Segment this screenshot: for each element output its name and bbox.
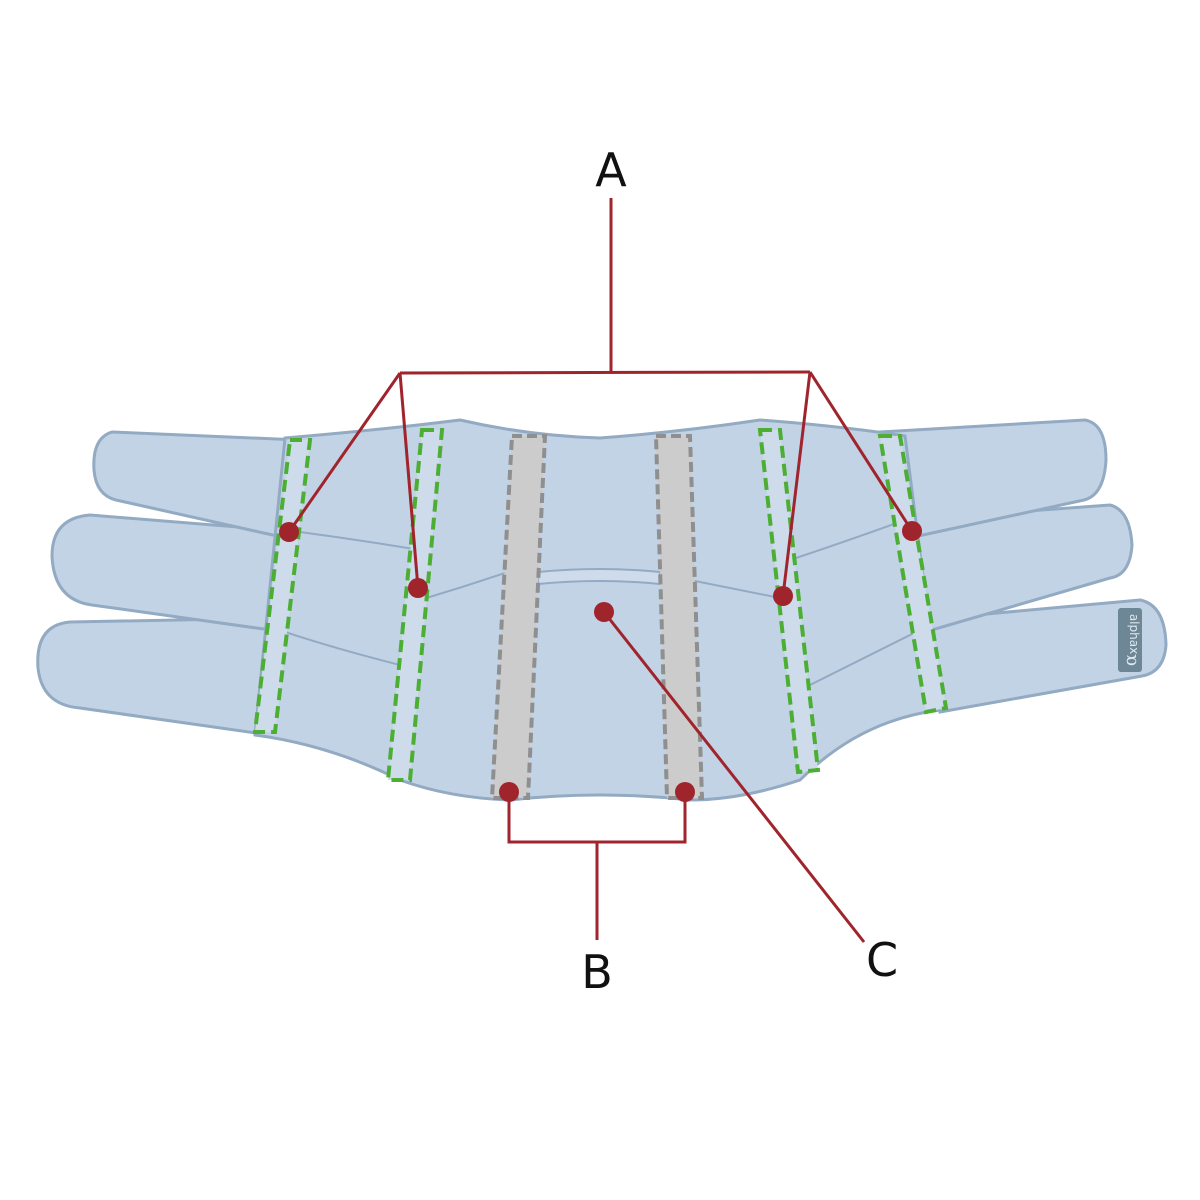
brand-logo-text: alphax (1127, 614, 1141, 654)
callout-label-c: C (866, 933, 898, 987)
pocket-seam (538, 569, 660, 584)
marker-dot-a-outer-right (902, 521, 922, 541)
leader-line-b-bracket (509, 792, 685, 842)
marker-dot-a-outer-left (279, 522, 299, 542)
marker-dot-b-right (675, 782, 695, 802)
callout-label-a: A (595, 143, 627, 197)
left-strap-bottom (38, 618, 285, 735)
marker-dot-a-inner-left (408, 578, 428, 598)
marker-dot-a-inner-right (773, 586, 793, 606)
marker-dot-c (594, 602, 614, 622)
callout-label-b: B (581, 945, 613, 999)
brand-tag: α alphax (1118, 608, 1142, 672)
marker-dot-b-left (499, 782, 519, 802)
brand-logo-symbol: α (1120, 654, 1141, 666)
leader-line-a-bracket (400, 372, 810, 373)
